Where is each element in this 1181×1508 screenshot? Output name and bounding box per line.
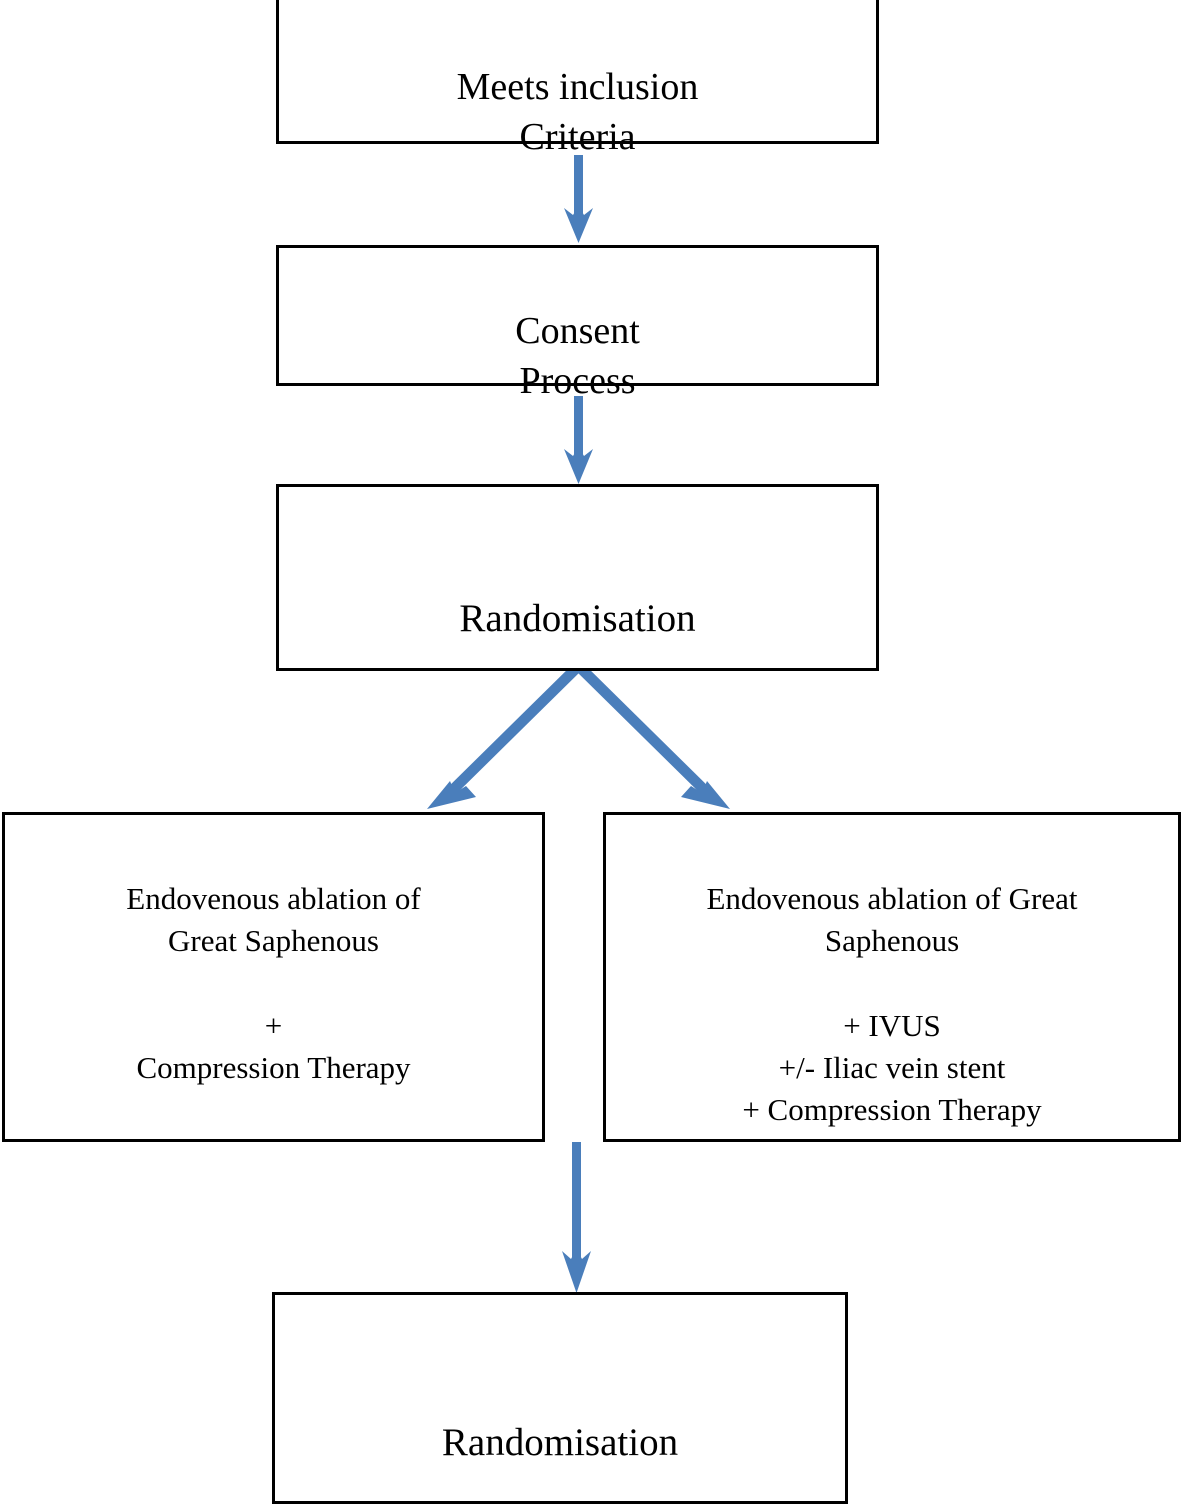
node-arm-intervention: Endovenous ablation of Great Saphenous +… bbox=[603, 812, 1181, 1142]
arrow-arm-control-to-randomisation bbox=[562, 1142, 591, 1293]
node-randomisation-first: Randomisation bbox=[276, 484, 879, 671]
node-consent-process: Consent Process bbox=[276, 245, 879, 402]
node-label: Meets inclusion Criteria bbox=[456, 66, 699, 158]
node-label: Consent Process bbox=[515, 310, 640, 402]
node-label: Endovenous ablation of Great Saphenous +… bbox=[706, 881, 1078, 1127]
node-label: Randomisation bbox=[441, 1420, 679, 1464]
node-randomisation-second: Randomisation bbox=[272, 1292, 848, 1504]
node-arm-control: Endovenous ablation of Great Saphenous +… bbox=[2, 812, 545, 1142]
node-label: Randomisation bbox=[459, 596, 696, 640]
node-meets-inclusion-criteria: Meets inclusion Criteria bbox=[276, 0, 879, 158]
node-label: Endovenous ablation of Great Saphenous +… bbox=[126, 881, 421, 1085]
